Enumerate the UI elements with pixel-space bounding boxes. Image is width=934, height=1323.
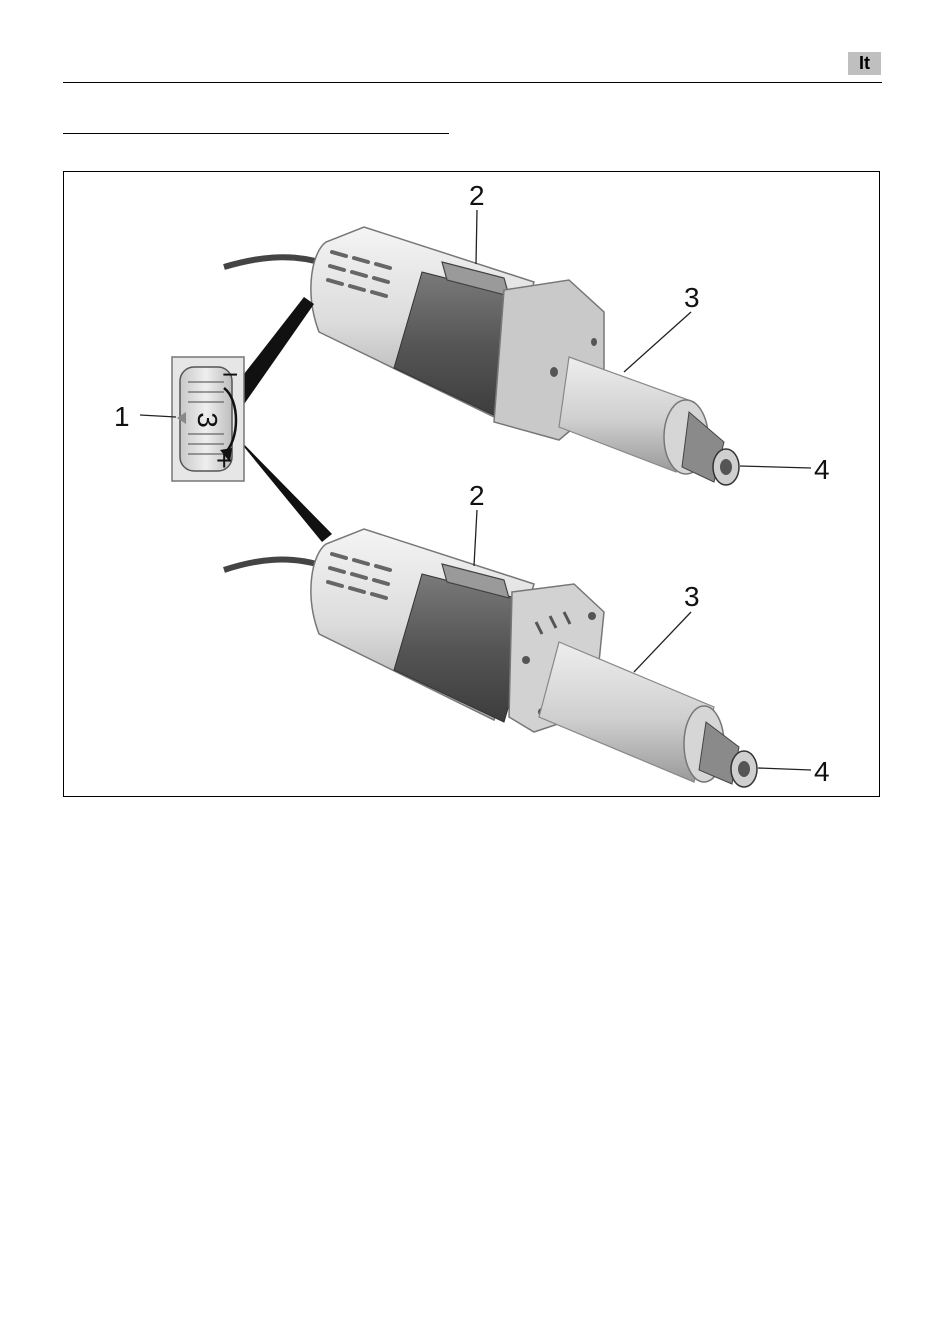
power-cord-top	[224, 257, 326, 267]
header-rule	[63, 82, 882, 83]
callout-2-switch-top: 2	[469, 180, 485, 211]
power-cord-bottom	[224, 560, 326, 570]
callout-4-collet-bottom: 4	[814, 756, 830, 787]
screw-top-1	[550, 367, 558, 377]
callout-4-collet-top: 4	[814, 454, 830, 485]
grinder-bottom	[224, 529, 757, 787]
callout-2-switch-bottom: 2	[469, 480, 485, 511]
callout-1-speed-dial: 1	[114, 401, 130, 432]
callout-3-housing-bottom: 3	[684, 581, 700, 612]
collet-bore-bottom	[738, 761, 750, 777]
screw-top-2	[591, 338, 597, 346]
section-heading-rule	[63, 133, 449, 134]
grinder-top	[224, 227, 739, 485]
detail-connector-lower	[230, 430, 332, 542]
collet-bore-top	[720, 459, 732, 475]
dial-number: 3	[192, 412, 223, 428]
grinder-illustration: 3 − + 1 2 3 4 2 3 4	[64, 172, 879, 796]
dial-minus-symbol: −	[222, 359, 238, 390]
screw-bottom-1	[522, 656, 530, 664]
screw-bottom-3	[588, 612, 596, 620]
language-badge: It	[848, 52, 881, 75]
callout-3-housing-top: 3	[684, 282, 700, 313]
speed-dial-detail: 3 − +	[172, 297, 332, 542]
product-figure: 3 − + 1 2 3 4 2 3 4	[63, 171, 880, 797]
